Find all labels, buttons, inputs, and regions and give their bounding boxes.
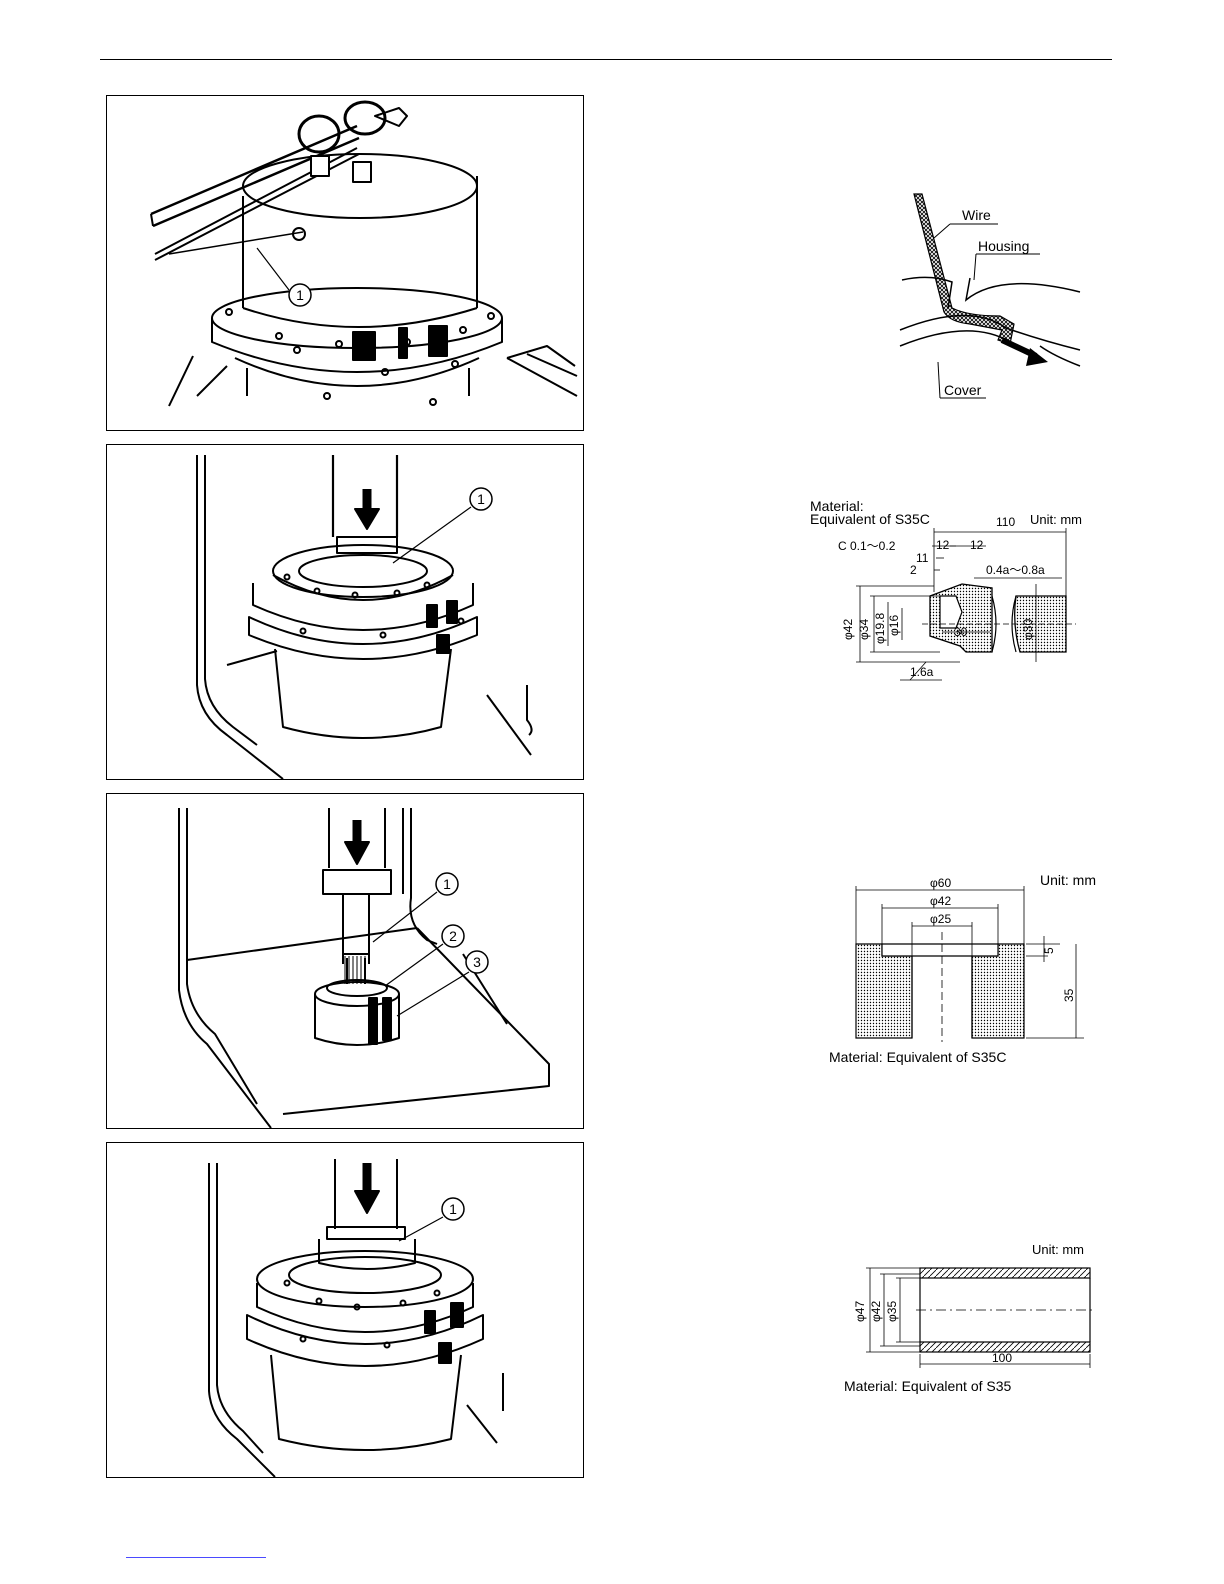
header-rule <box>100 59 1112 60</box>
tool-b-drawing: φ60 φ42 φ25 5 35 <box>848 872 1088 1042</box>
tool-c-dim-dia42: φ42 <box>869 1301 883 1322</box>
footer-link-underline[interactable] <box>126 1557 266 1558</box>
tool-c-dim-dia35: φ35 <box>885 1301 899 1322</box>
callout-2: 2 <box>449 928 457 944</box>
tool-a-dim-30: 30 <box>954 625 968 639</box>
tool-a-dim-dia16: φ16 <box>887 615 901 636</box>
tool-b-dim-dia25: φ25 <box>930 912 951 926</box>
housing-label: Housing <box>978 238 1029 254</box>
tool-a-drawing: 110 C 0.1～0.2 12 12 11 2 0.4a～0.8a φ42 φ… <box>830 512 1090 684</box>
cover-label: Cover <box>944 382 982 398</box>
tool-a-dim-2: 2 <box>910 563 917 577</box>
figure-lifting-housing: 1 <box>106 95 584 431</box>
callout-1: 1 <box>449 1201 457 1217</box>
callout-1: 1 <box>296 287 304 303</box>
tool-b-dim-35: 35 <box>1062 988 1076 1002</box>
tool-a-dim-dia34: φ34 <box>857 619 871 640</box>
wire-diagram: Wire Housing Cover <box>890 190 1090 410</box>
tool-c-dim-length: 100 <box>992 1351 1012 1365</box>
tool-c-dim-dia47: φ47 <box>853 1301 867 1322</box>
tool-a-dim-chamfer: C 0.1～0.2 <box>838 539 896 553</box>
tool-b-dim-5: 5 <box>1042 947 1056 954</box>
tool-b-material: Material: Equivalent of S35C <box>829 1049 1006 1065</box>
wire-label: Wire <box>962 207 991 223</box>
figure-press-fitting: 1 <box>106 444 584 780</box>
callout-1: 1 <box>477 491 485 507</box>
tool-a-dim-length: 110 <box>996 515 1015 529</box>
tool-b-dim-dia60: φ60 <box>930 876 951 890</box>
figure-bearing-press: 1 2 3 <box>106 793 584 1129</box>
tool-c-unit: Unit: mm <box>1032 1242 1084 1258</box>
tool-b-dim-dia42: φ42 <box>930 894 951 908</box>
figure-press-fitting-2: 1 <box>106 1142 584 1478</box>
tool-c-drawing: φ47 φ42 φ35 100 <box>846 1258 1096 1374</box>
tool-a-dim-finish-b: 1.6a <box>910 665 934 679</box>
tool-c-material: Material: Equivalent of S35 <box>844 1378 1011 1394</box>
tool-a-dim-dia19-8: φ19.8 <box>873 613 887 644</box>
tool-a-dim-finish-a: 0.4a～0.8a <box>986 563 1045 577</box>
tool-a-dim-dia42: φ42 <box>841 619 855 640</box>
callout-1: 1 <box>443 876 451 892</box>
tool-a-dim-dia30: φ30 <box>1021 619 1035 640</box>
tool-a-dim-11: 11 <box>916 551 929 565</box>
callout-3: 3 <box>473 954 481 970</box>
tool-a-dim-12b: 12 <box>970 538 984 552</box>
tool-a-dim-12a: 12 <box>936 538 950 552</box>
